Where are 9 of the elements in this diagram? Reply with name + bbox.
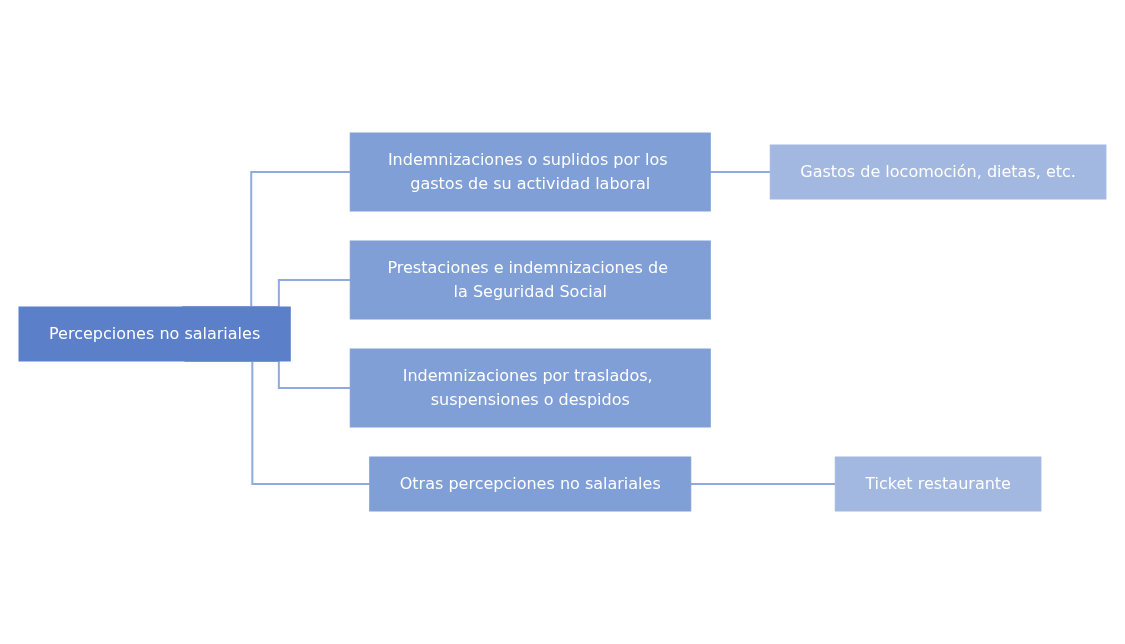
connector (709, 171, 772, 173)
node-box: Indemnizaciones o suplidos por los gastos de su actividad laboral (349, 132, 711, 212)
node-box: Otras percepciones no salariales (369, 456, 692, 512)
connector (689, 483, 837, 485)
node-box: Indemnizaciones por traslados, suspensiones o despidos (349, 348, 711, 428)
node-box: Ticket restaurante (834, 456, 1042, 512)
node-box: Gastos de locomoción, dietas, etc. (769, 144, 1107, 200)
node-box: Prestaciones e indemnizaciones de la Seguridad Social (349, 240, 711, 320)
node-box: Percepciones no salariales (18, 306, 291, 362)
